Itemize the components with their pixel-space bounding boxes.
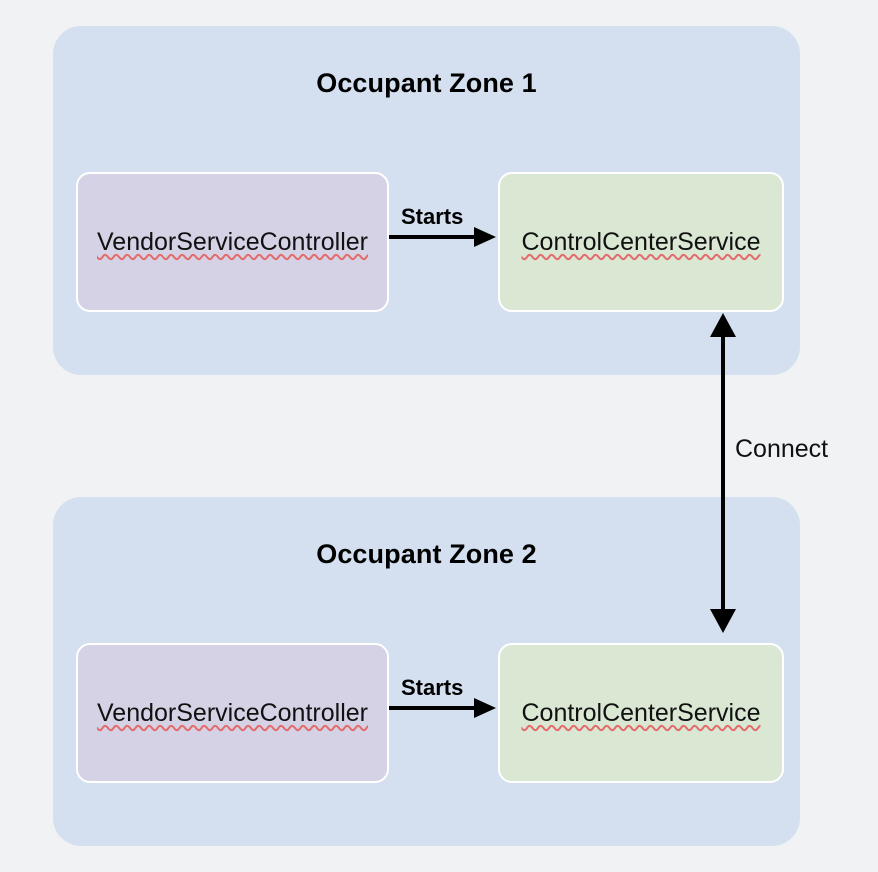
zone-1-starts-arrow-shaft	[389, 235, 477, 239]
zone-1-starts-arrow-head	[474, 227, 496, 247]
zone-1-control-center-service-node[interactable]: ControlCenterService	[498, 172, 784, 312]
zone-2-control-center-service-node[interactable]: ControlCenterService	[498, 643, 784, 783]
zone-1-control-center-service-label: ControlCenterService	[521, 227, 761, 256]
connect-edge-label: Connect	[735, 435, 829, 463]
occupant-zone-1-title: Occupant Zone 1	[316, 68, 537, 98]
zone-1-starts-edge-label: Starts	[401, 204, 464, 229]
occupant-zone-2-title: Occupant Zone 2	[316, 539, 537, 569]
occupant-zone-2-container: Occupant Zone 2 VendorServiceController …	[53, 497, 800, 846]
connect-double-arrow-icon	[710, 313, 736, 633]
zone-2-starts-edge-label: Starts	[401, 675, 464, 700]
connect-arrow-shaft	[721, 327, 725, 619]
zone-2-vendor-service-controller-label: VendorServiceController	[97, 698, 368, 727]
zone-1-vendor-service-controller-node[interactable]: VendorServiceController	[76, 172, 389, 312]
zone-1-starts-arrow-icon	[389, 227, 499, 247]
zone-2-control-center-service-label: ControlCenterService	[521, 698, 761, 727]
zone-2-starts-arrow-icon	[389, 698, 499, 718]
connect-arrow-head-down	[710, 609, 736, 633]
zone-1-vendor-service-controller-label: VendorServiceController	[97, 227, 368, 256]
occupant-zone-1-container: Occupant Zone 1 VendorServiceController …	[53, 26, 800, 375]
zone-2-starts-arrow-shaft	[389, 706, 477, 710]
zone-2-vendor-service-controller-node[interactable]: VendorServiceController	[76, 643, 389, 783]
zone-2-starts-arrow-head	[474, 698, 496, 718]
